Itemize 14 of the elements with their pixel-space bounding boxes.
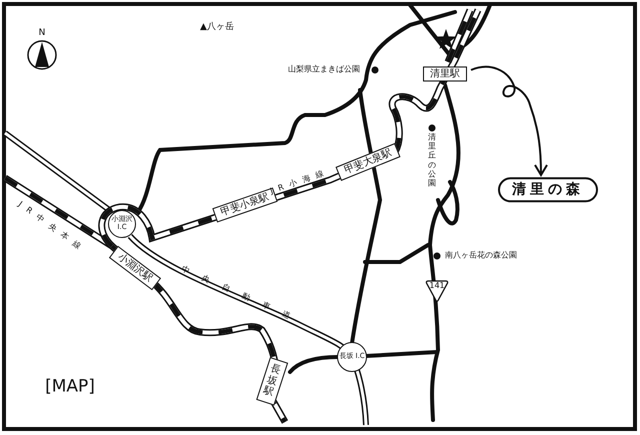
compass-letter: N	[38, 29, 46, 39]
station-label: 長坂駅	[256, 356, 288, 406]
station-label: 清里駅	[423, 66, 467, 82]
route-sign: 141	[425, 280, 449, 302]
place-label: 山梨県立まきば公園	[288, 66, 360, 74]
station-label: 甲斐大泉駅	[336, 143, 400, 181]
place-label: 清里丘の公園	[428, 132, 436, 188]
map-title: [MAP]	[45, 378, 95, 396]
destination-label: 清里の森	[498, 177, 598, 203]
arrow	[470, 66, 548, 176]
station-label: 小淵沢駅	[108, 246, 162, 290]
place-label: 南八ヶ岳花の森公園	[445, 252, 517, 260]
line-label: JR中央本線	[16, 200, 88, 256]
mountain-label: ▲八ヶ岳	[200, 23, 234, 33]
